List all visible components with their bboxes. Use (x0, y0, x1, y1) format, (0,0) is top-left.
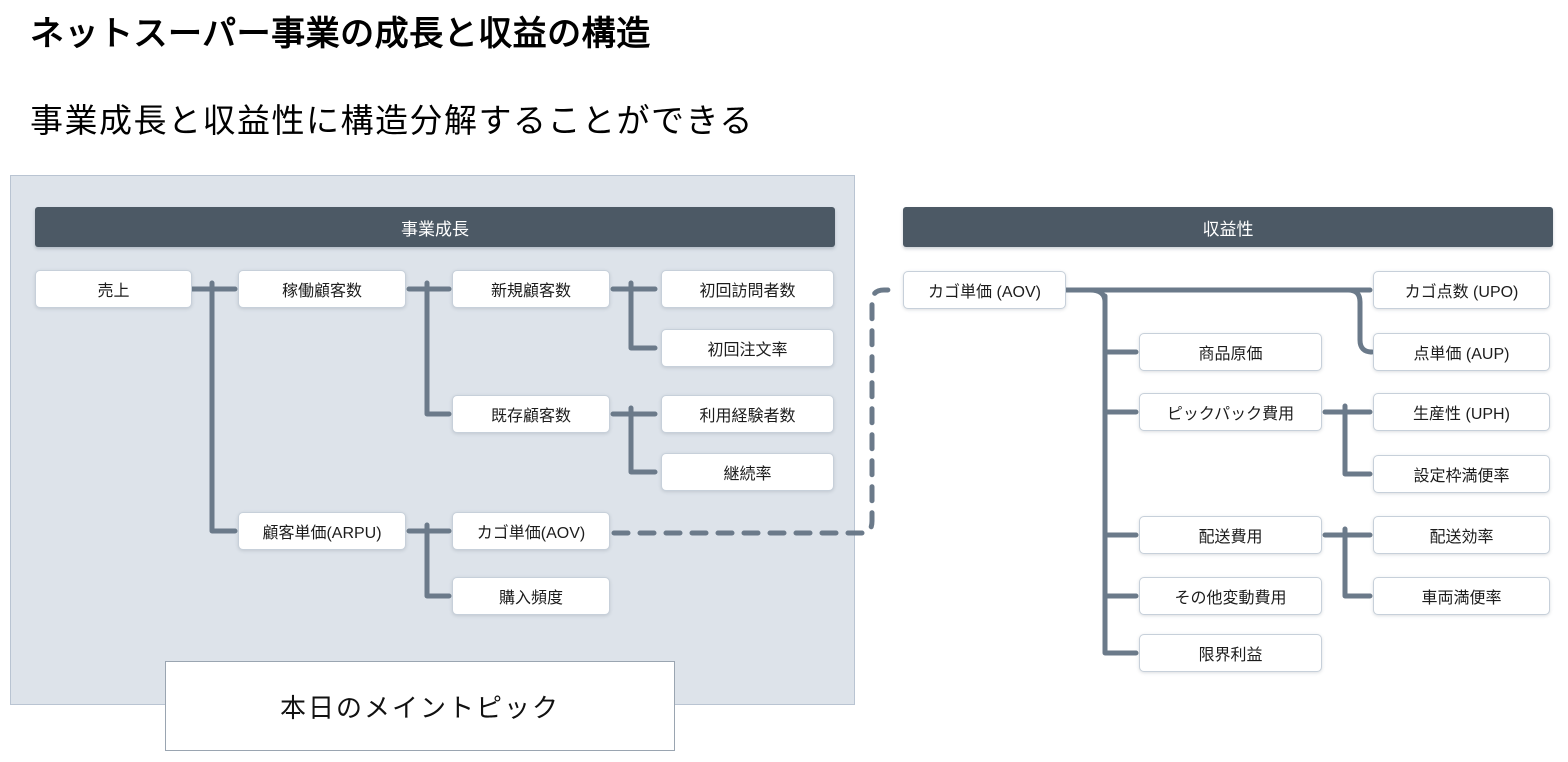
node-existing-customers[interactable]: 既存顧客数 (452, 395, 610, 433)
node-first-visitors[interactable]: 初回訪問者数 (661, 270, 834, 308)
node-other-variable-cost[interactable]: その他変動費用 (1139, 577, 1322, 615)
node-delivery-cost[interactable]: 配送費用 (1139, 516, 1322, 554)
node-aov-right[interactable]: カゴ単価 (AOV) (903, 271, 1066, 309)
node-active-customers[interactable]: 稼働顧客数 (238, 270, 406, 308)
node-product-cost[interactable]: 商品原価 (1139, 333, 1322, 371)
node-retention-rate[interactable]: 継続率 (661, 453, 834, 491)
node-first-order-rate[interactable]: 初回注文率 (661, 329, 834, 367)
section-header-profitability: 収益性 (903, 207, 1553, 247)
node-delivery-efficiency[interactable]: 配送効率 (1373, 516, 1550, 554)
node-aup[interactable]: 点単価 (AUP) (1373, 333, 1550, 371)
node-slot-fill-rate[interactable]: 設定枠満便率 (1373, 455, 1550, 493)
wire-upo-to-aup (1345, 287, 1375, 355)
wire-spine-to-marginal (1102, 293, 1139, 656)
page-title: ネットスーパー事業の成長と収益の構造 (30, 15, 651, 53)
node-marginal-profit[interactable]: 限界利益 (1139, 634, 1322, 672)
wire-pickpack-to-slot (1342, 403, 1373, 477)
node-vehicle-fill-rate[interactable]: 車両満便率 (1373, 577, 1550, 615)
node-purchase-frequency[interactable]: 購入頻度 (452, 577, 610, 615)
growth-panel-background (10, 175, 855, 705)
node-experienced-users[interactable]: 利用経験者数 (661, 395, 834, 433)
section-header-growth: 事業成長 (35, 207, 835, 247)
node-upo[interactable]: カゴ点数 (UPO) (1373, 271, 1550, 309)
wire-raov-spine-corner (1087, 287, 1108, 305)
main-topic-callout: 本日のメイントピック (165, 661, 675, 751)
node-revenue[interactable]: 売上 (35, 270, 192, 308)
wire-delivery-to-vehicle (1342, 526, 1373, 599)
node-aov-left[interactable]: カゴ単価(AOV) (452, 512, 610, 550)
node-new-customers[interactable]: 新規顧客数 (452, 270, 610, 308)
node-pickpack-cost[interactable]: ピックパック費用 (1139, 393, 1322, 431)
node-uph[interactable]: 生産性 (UPH) (1373, 393, 1550, 431)
page-subtitle: 事業成長と収益性に構造分解することができる (30, 102, 754, 139)
node-arpu[interactable]: 顧客単価(ARPU) (238, 512, 406, 550)
